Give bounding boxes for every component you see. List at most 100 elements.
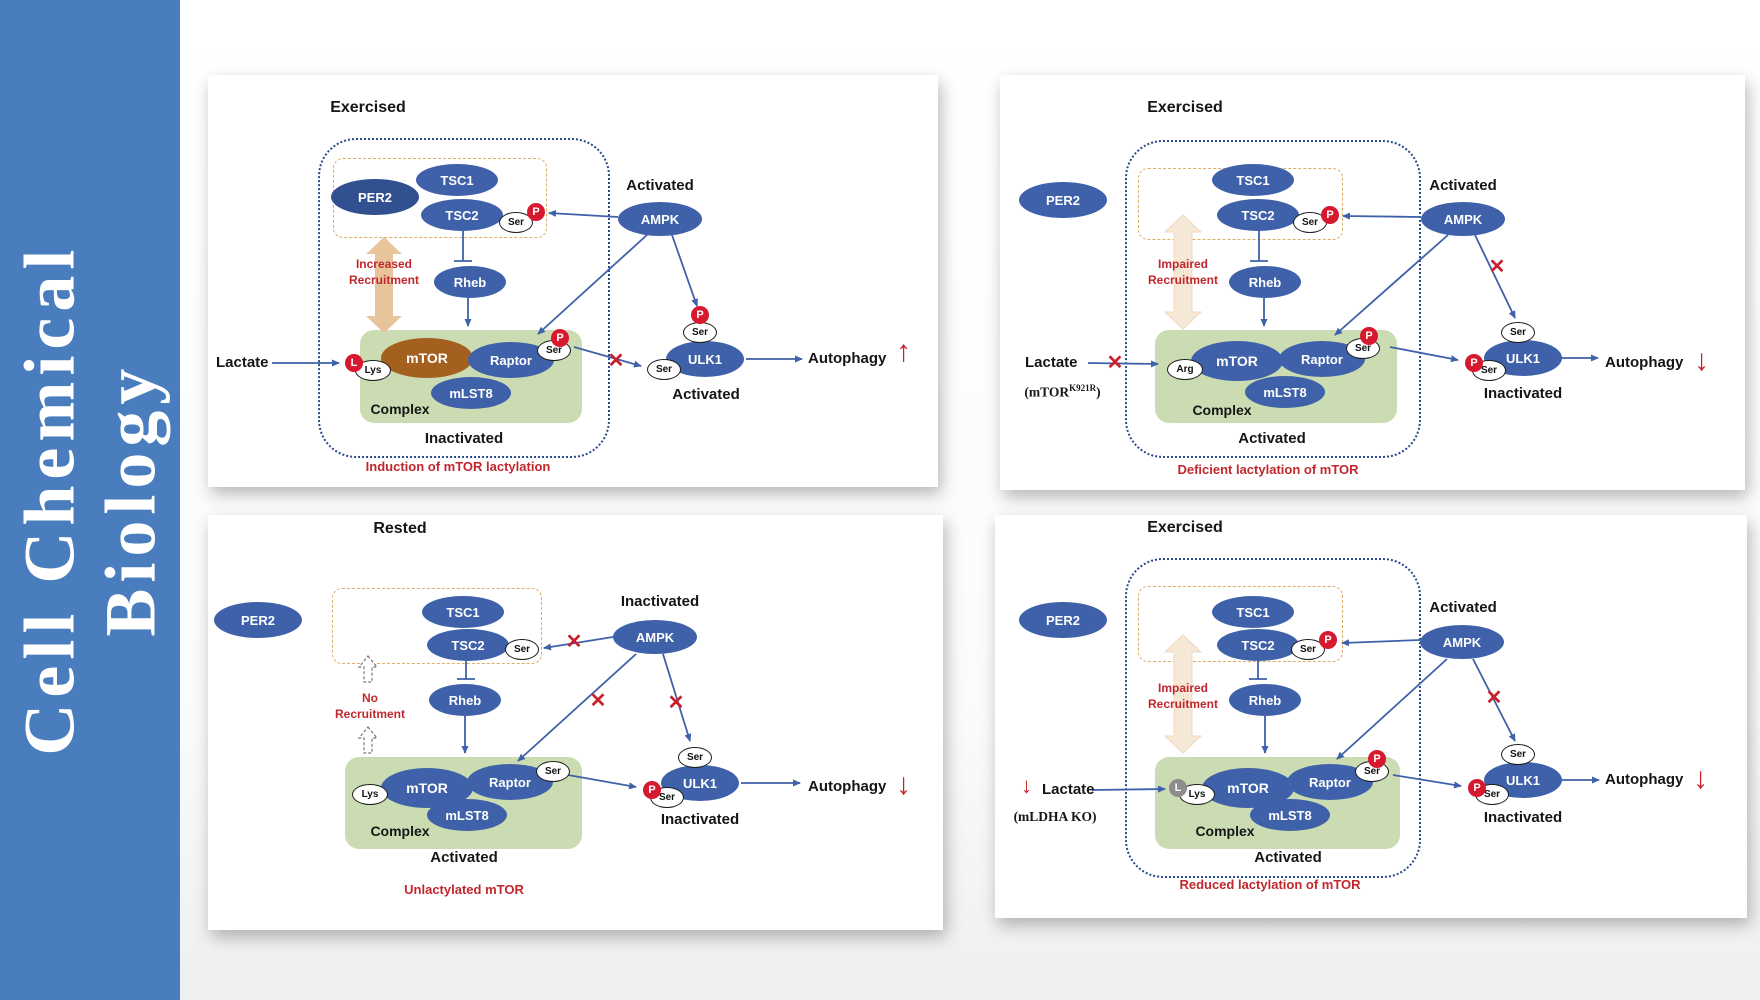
mtor-ellipse: mTOR bbox=[381, 338, 473, 378]
ampk-ellipse: AMPK bbox=[1420, 625, 1504, 659]
complex-label: Complex bbox=[370, 401, 430, 417]
per2-ellipse: PER2 bbox=[331, 179, 419, 215]
complex-state: Activated bbox=[1238, 430, 1306, 447]
arrow-ampk-to-ulk1 bbox=[662, 653, 692, 742]
per2-ellipse: PER2 bbox=[214, 602, 302, 638]
recruitment-dashed-box bbox=[1138, 586, 1343, 662]
journal-title-line1: Cell Chemical bbox=[9, 244, 90, 756]
journal-title-line2: Biology bbox=[90, 362, 170, 638]
recruitment-label: Impaired Recruitment bbox=[1123, 257, 1243, 288]
ser-site: Ser bbox=[678, 747, 712, 768]
autophagy-up-arrow-icon: ↑ bbox=[896, 335, 911, 368]
phospho-badge: P bbox=[551, 329, 569, 347]
arrow-ampk-to-tsc2 bbox=[543, 636, 614, 651]
phospho-badge: P bbox=[1321, 206, 1339, 224]
tsc2-ellipse: TSC2 bbox=[421, 199, 503, 231]
ser-site: Ser bbox=[536, 761, 570, 782]
ser-site: Ser bbox=[1501, 322, 1535, 343]
cell-boundary-dotted bbox=[318, 138, 610, 458]
lactate-label: Lactate bbox=[1042, 781, 1095, 798]
autophagy-down-arrow-icon: ↓ bbox=[1694, 344, 1709, 377]
arrow-lactate bbox=[1091, 785, 1166, 793]
arrow-complex-to-ulk1 bbox=[567, 774, 637, 790]
recruitment-label: Increased Recruitment bbox=[324, 257, 444, 288]
variant-prefix: (mTOR bbox=[1024, 384, 1070, 400]
arrow-lactate bbox=[1087, 360, 1159, 368]
panel-caption: Reduced lactylation of mTOR bbox=[1179, 877, 1361, 892]
phospho-badge: P bbox=[1319, 631, 1337, 649]
ampk-state: Activated bbox=[1429, 599, 1497, 616]
ampk-ellipse: AMPK bbox=[618, 202, 702, 236]
panel-caption: Unlactylated mTOR bbox=[404, 882, 524, 897]
complex-label: Complex bbox=[1192, 402, 1252, 418]
panel-exercised-ldha-ko: Exercised PER2 TSC1 TSC2 Ser P Impaired … bbox=[995, 515, 1747, 918]
panel-rested: Rested PER2 TSC1 TSC2 Ser No Recruitment… bbox=[208, 515, 943, 930]
blocked-x-icon: ✕ bbox=[1106, 352, 1124, 374]
recruitment-line2: Recruitment bbox=[334, 706, 405, 721]
phospho-badge: P bbox=[527, 203, 545, 221]
arrow-ampk-to-complex bbox=[1334, 234, 1449, 336]
no-recruitment-dashed-arrow bbox=[357, 655, 379, 683]
recruitment-label: No Recruitment bbox=[310, 691, 430, 722]
recruitment-line1: Impaired bbox=[1157, 257, 1208, 271]
autophagy-label: Autophagy bbox=[1605, 354, 1684, 371]
autophagy-down-arrow-icon: ↓ bbox=[1693, 762, 1708, 795]
arrow-ampk-to-complex bbox=[517, 653, 637, 762]
blocked-x-icon: ✕ bbox=[1485, 687, 1503, 709]
recruitment-dashed-box bbox=[332, 588, 542, 664]
rheb-ellipse: Rheb bbox=[434, 266, 506, 298]
raptor-ellipse: Raptor bbox=[1287, 764, 1373, 800]
lactate-variant-label: (mTORK921R) bbox=[1000, 383, 1125, 401]
mlst8-ellipse: mLST8 bbox=[1245, 376, 1325, 408]
mlst8-ellipse: mLST8 bbox=[427, 799, 507, 831]
tsc2-ellipse: TSC2 bbox=[1217, 629, 1299, 661]
panel-caption: Deficient lactylation of mTOR bbox=[1177, 462, 1359, 477]
p2-arrows-layer bbox=[1087, 212, 1599, 368]
rheb-ellipse: Rheb bbox=[1229, 684, 1301, 716]
panel-exercised-k921r: Exercised PER2 TSC1 TSC2 Ser P Impaired … bbox=[1000, 75, 1745, 490]
arrow-ampk-to-ulk1 bbox=[1474, 234, 1516, 319]
recruitment-line1: Impaired bbox=[1157, 681, 1208, 695]
blocked-x-icon: ✕ bbox=[1488, 256, 1506, 278]
arrow-ampk-to-complex bbox=[1336, 658, 1448, 760]
blocked-x-icon: ✕ bbox=[565, 631, 583, 653]
complex-state: Activated bbox=[430, 849, 498, 866]
ulk1-state: Inactivated bbox=[1483, 385, 1563, 402]
panel-title: Exercised bbox=[1147, 519, 1223, 536]
blocked-x-icon: ✕ bbox=[667, 692, 685, 714]
cell-boundary-dotted bbox=[1125, 558, 1421, 878]
ser-site: Ser bbox=[1293, 212, 1327, 233]
lactate-decrease-arrow-icon: ↓ bbox=[1021, 773, 1032, 798]
arrow-ampk-to-ulk1 bbox=[1472, 658, 1516, 742]
arrow-ampk-to-complex bbox=[537, 233, 649, 335]
tsc1-ellipse: TSC1 bbox=[416, 164, 498, 196]
tsc2-ellipse: TSC2 bbox=[1217, 199, 1299, 231]
arrow-ampk-to-ulk1 bbox=[671, 234, 698, 307]
autophagy-label: Autophagy bbox=[1605, 771, 1684, 788]
variant-superscript: K921R bbox=[1069, 383, 1097, 393]
lactate-label: Lactate bbox=[1025, 354, 1078, 371]
panel-caption: Induction of mTOR lactylation bbox=[365, 459, 551, 474]
panel-exercised-lactylation: Exercised PER2 TSC1 TSC2 Ser P Increased… bbox=[208, 75, 938, 487]
phospho-badge: P bbox=[1360, 327, 1378, 345]
recruitment-line1: Increased bbox=[355, 257, 413, 271]
recruitment-label: Impaired Recruitment bbox=[1123, 681, 1243, 712]
phospho-badge: P bbox=[643, 781, 661, 799]
no-recruitment-dashed-arrow bbox=[357, 726, 379, 754]
mlst8-ellipse: mLST8 bbox=[431, 377, 511, 409]
complex-state: Activated bbox=[1254, 849, 1322, 866]
complex-state: Inactivated bbox=[424, 430, 504, 447]
lactyl-badge-faded: L bbox=[1169, 779, 1187, 797]
autophagy-down-arrow-icon: ↓ bbox=[896, 768, 911, 801]
arrow-complex-to-ulk1 bbox=[573, 346, 642, 368]
arrow-ampk-to-tsc2 bbox=[1341, 639, 1421, 647]
recruitment-line2: Recruitment bbox=[348, 272, 419, 287]
complex-label: Complex bbox=[370, 823, 430, 839]
lactate-variant-label: (mLDHA KO) bbox=[1013, 809, 1097, 824]
ampk-state: Activated bbox=[626, 177, 694, 194]
ulk1-ellipse: ULK1 bbox=[1484, 762, 1562, 798]
mlst8-ellipse: mLST8 bbox=[1250, 799, 1330, 831]
variant-suffix: ) bbox=[1096, 384, 1101, 400]
phospho-badge: P bbox=[691, 306, 709, 324]
recruitment-thick-arrow-faded bbox=[1163, 214, 1203, 330]
